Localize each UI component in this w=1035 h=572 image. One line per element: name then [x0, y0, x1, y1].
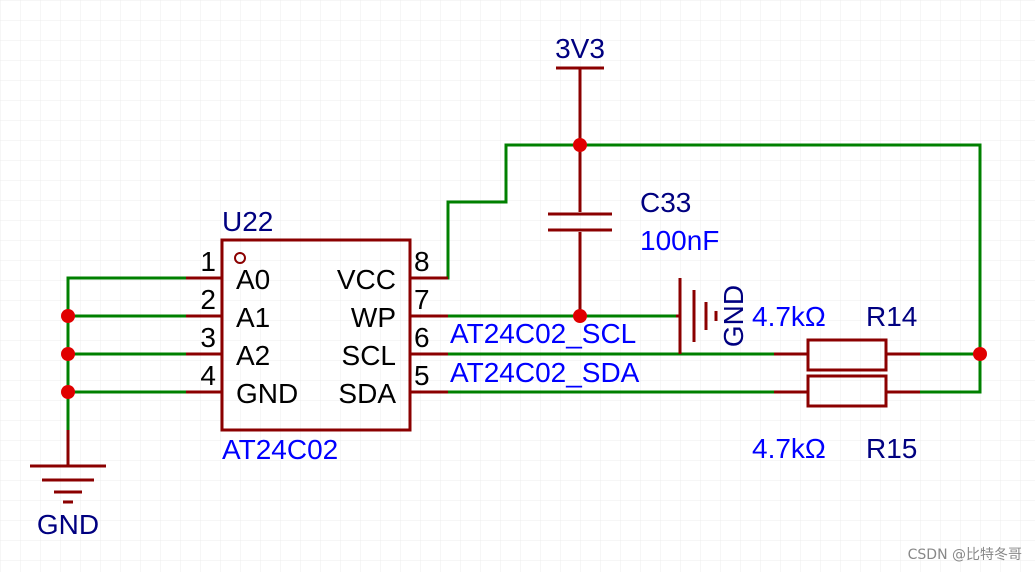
- ic-pin1-marker: [234, 252, 246, 264]
- junction-pullup: [973, 347, 987, 361]
- cap-value: 100nF: [640, 225, 719, 256]
- gnd-label: GND: [37, 509, 99, 540]
- pin-1-name: A0: [236, 264, 270, 295]
- ic-body: [220, 238, 412, 432]
- junction-vcc-cap: [573, 138, 587, 152]
- cap-designator: C33: [640, 187, 691, 218]
- junction-left-gnd: [61, 385, 75, 399]
- pin-6-number: 6: [414, 322, 430, 353]
- pin-8-name: VCC: [337, 264, 396, 295]
- ic-designator: U22: [222, 206, 273, 237]
- pin-4-name: GND: [236, 378, 298, 409]
- wire-r15-right: [918, 352, 982, 394]
- junction-left-a2: [61, 347, 75, 361]
- vcc-label: 3V3: [555, 33, 605, 64]
- r15-designator: R15: [866, 433, 917, 464]
- pin-2-number: 2: [200, 284, 216, 315]
- cap-gnd-label: GND: [718, 285, 749, 347]
- pin-3-name: A2: [236, 340, 270, 371]
- watermark: CSDN @比特冬哥: [908, 547, 1022, 563]
- net-label-scl: AT24C02_SCL: [450, 318, 636, 349]
- pin-4-number: 4: [200, 360, 216, 391]
- r14-value: 4.7kΩ: [752, 301, 826, 332]
- wire-vcc: [446, 143, 982, 356]
- net-label-sda: AT24C02_SDA: [450, 357, 640, 388]
- pin-1-number: 1: [200, 246, 216, 277]
- pin-5-name: SDA: [338, 378, 396, 409]
- pin-5-number: 5: [414, 360, 430, 391]
- pin-8-number: 8: [414, 246, 430, 277]
- pin-7-name: WP: [351, 302, 396, 333]
- pin-3-number: 3: [200, 322, 216, 353]
- pin-7-number: 7: [414, 284, 430, 315]
- r14-designator: R14: [866, 301, 917, 332]
- pin-6-name: SCL: [342, 340, 396, 371]
- junction-left-a1: [61, 309, 75, 323]
- ic-part-number: AT24C02: [222, 434, 338, 465]
- junction-cap-gnd: [573, 309, 587, 323]
- r15-value: 4.7kΩ: [752, 433, 826, 464]
- pin-2-name: A1: [236, 302, 270, 333]
